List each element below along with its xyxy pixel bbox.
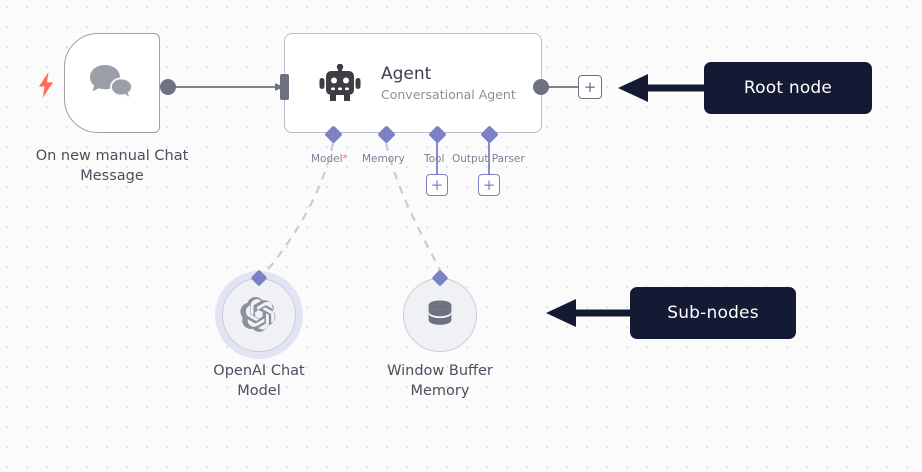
trigger-output-port[interactable] <box>160 79 176 95</box>
agent-title: Agent <box>381 63 432 84</box>
agent-port-tool-add-button[interactable]: + <box>426 174 448 196</box>
agent-port-label-output-parser: Output Parser <box>452 153 525 165</box>
node-on-new-manual-chat-message[interactable] <box>64 33 160 133</box>
agent-output-port[interactable] <box>533 79 549 95</box>
agent-port-label-tool: Tool <box>424 153 445 165</box>
port-label-text: Model <box>311 153 343 165</box>
trigger-caption-line2: Message <box>80 168 144 184</box>
agent-port-label-model: Model* <box>311 153 348 165</box>
memory-caption-line1: Window Buffer <box>387 363 493 379</box>
root-node-arrow <box>618 74 712 102</box>
agent-subtitle: Conversational Agent <box>381 86 516 102</box>
window-buffer-memory-caption: Window Buffer Memory <box>360 361 520 401</box>
agent-output-add-node-button[interactable]: + <box>578 75 602 99</box>
trigger-node-caption: On new manual Chat Message <box>20 146 204 186</box>
memory-caption-line2: Memory <box>410 383 470 399</box>
agent-text-block: Agent Conversational Agent <box>381 64 516 103</box>
annotation-root-node: Root node <box>704 62 872 114</box>
openai-logo-icon <box>240 296 276 332</box>
sub-nodes-arrow <box>546 299 636 327</box>
node-openai-chat-model[interactable] <box>222 278 296 352</box>
annotation-sub-nodes: Sub-nodes <box>630 287 796 339</box>
robot-icon <box>319 64 361 101</box>
agent-input-port[interactable] <box>280 74 289 100</box>
node-agent[interactable]: Agent Conversational Agent <box>284 33 542 133</box>
database-icon <box>428 300 452 325</box>
openai-caption-line1: OpenAI Chat <box>213 363 305 379</box>
agent-port-output-parser-add-button[interactable]: + <box>478 174 500 196</box>
chat-bubbles-icon <box>90 65 133 101</box>
required-marker: * <box>342 153 348 165</box>
node-window-buffer-memory[interactable] <box>403 278 477 352</box>
agent-port-label-memory: Memory <box>362 153 405 165</box>
openai-caption-line2: Model <box>237 383 281 399</box>
trigger-caption-line1: On new manual Chat <box>35 148 189 164</box>
openai-chat-model-caption: OpenAI Chat Model <box>179 361 339 401</box>
lightning-bolt-icon <box>39 72 53 98</box>
